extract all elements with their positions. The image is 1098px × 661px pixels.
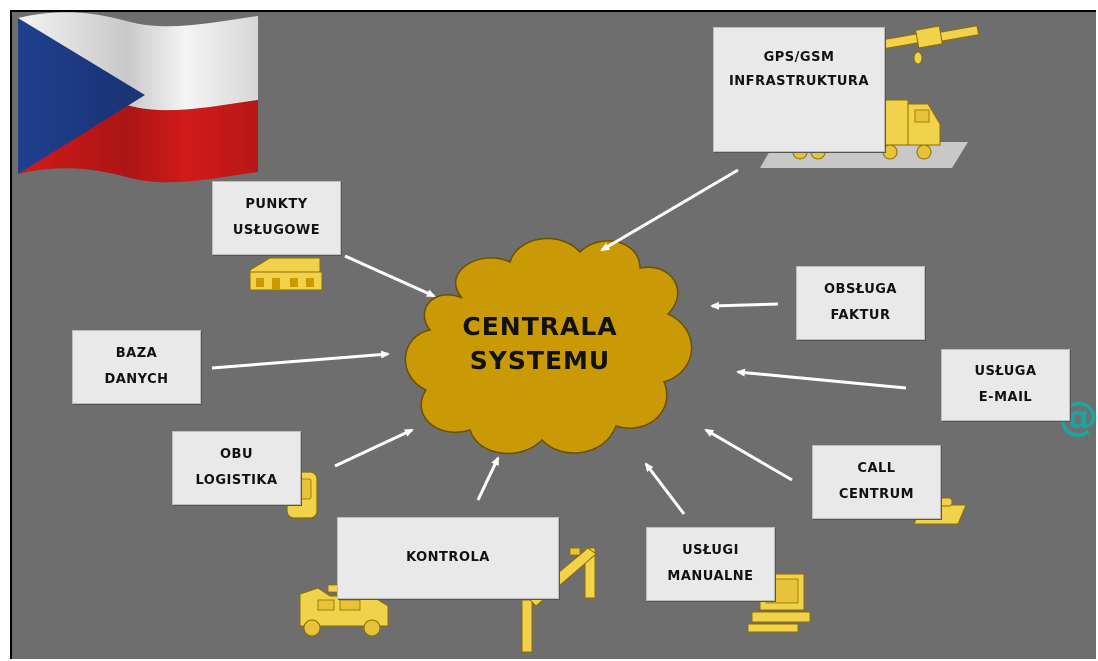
node-call-line1: CALL (857, 461, 896, 476)
node-punkty-line1: PUNKTY (245, 197, 308, 212)
node-gps-line1: GPS/GSM (763, 50, 835, 65)
arrow-manualne (644, 462, 686, 515)
node-kontrola-line1: KONTROLA (406, 550, 490, 565)
satellite-icon (879, 25, 980, 65)
arrow-call (704, 428, 793, 482)
arrow-obsluga (710, 301, 779, 310)
central-system-label: CENTRALA SYSTEMU (420, 310, 660, 378)
node-call-line2: CENTRUM (838, 487, 915, 502)
arrows (211, 168, 907, 515)
building-icon (249, 257, 323, 291)
node-manualne-line1: USŁUGI (682, 543, 739, 558)
arrow-email (736, 368, 907, 390)
central-cloud (404, 237, 693, 455)
node-baza-line1: BAZA (115, 346, 158, 361)
arrow-punkty (344, 254, 436, 298)
arrow-gps (600, 168, 739, 252)
node-obu-logistika: OBU LOGISTIKA (172, 431, 301, 505)
node-usluga-email: USŁUGA E-MAIL (941, 349, 1070, 421)
central-label-line2: SYSTEMU (469, 346, 611, 375)
node-email-line1: USŁUGA (974, 364, 1037, 379)
node-email-line2: E-MAIL (978, 390, 1033, 405)
node-baza-line2: DANYCH (104, 372, 169, 387)
node-kontrola: KONTROLA (337, 517, 559, 599)
arrow-obu (334, 428, 414, 468)
node-punkty-uslugowe: PUNKTY USŁUGOWE (212, 181, 341, 255)
node-manualne-line2: MANUALNE (667, 569, 754, 584)
node-obsluga-faktur: OBSŁUGA FAKTUR (796, 266, 925, 340)
czech-flag-icon (18, 12, 258, 183)
node-gps-gsm: GPS/GSM INFRASTRUKTURA (713, 27, 885, 152)
arrow-kontrola (476, 456, 500, 501)
node-baza-danych: BAZA DANYCH (72, 330, 201, 404)
node-obu-line1: OBU (219, 447, 254, 462)
node-uslugi-manualne: USŁUGI MANUALNE (646, 527, 775, 601)
node-obsluga-line2: FAKTUR (830, 308, 891, 323)
node-obu-line2: LOGISTIKA (195, 473, 278, 488)
node-obsluga-line1: OBSŁUGA (824, 282, 897, 297)
central-label-line1: CENTRALA (462, 312, 618, 341)
node-call-centrum: CALL CENTRUM (812, 445, 941, 519)
node-punkty-line2: USŁUGOWE (232, 223, 321, 238)
node-gps-line2: INFRASTRUKTURA (728, 74, 870, 89)
arrow-baza (211, 350, 390, 370)
